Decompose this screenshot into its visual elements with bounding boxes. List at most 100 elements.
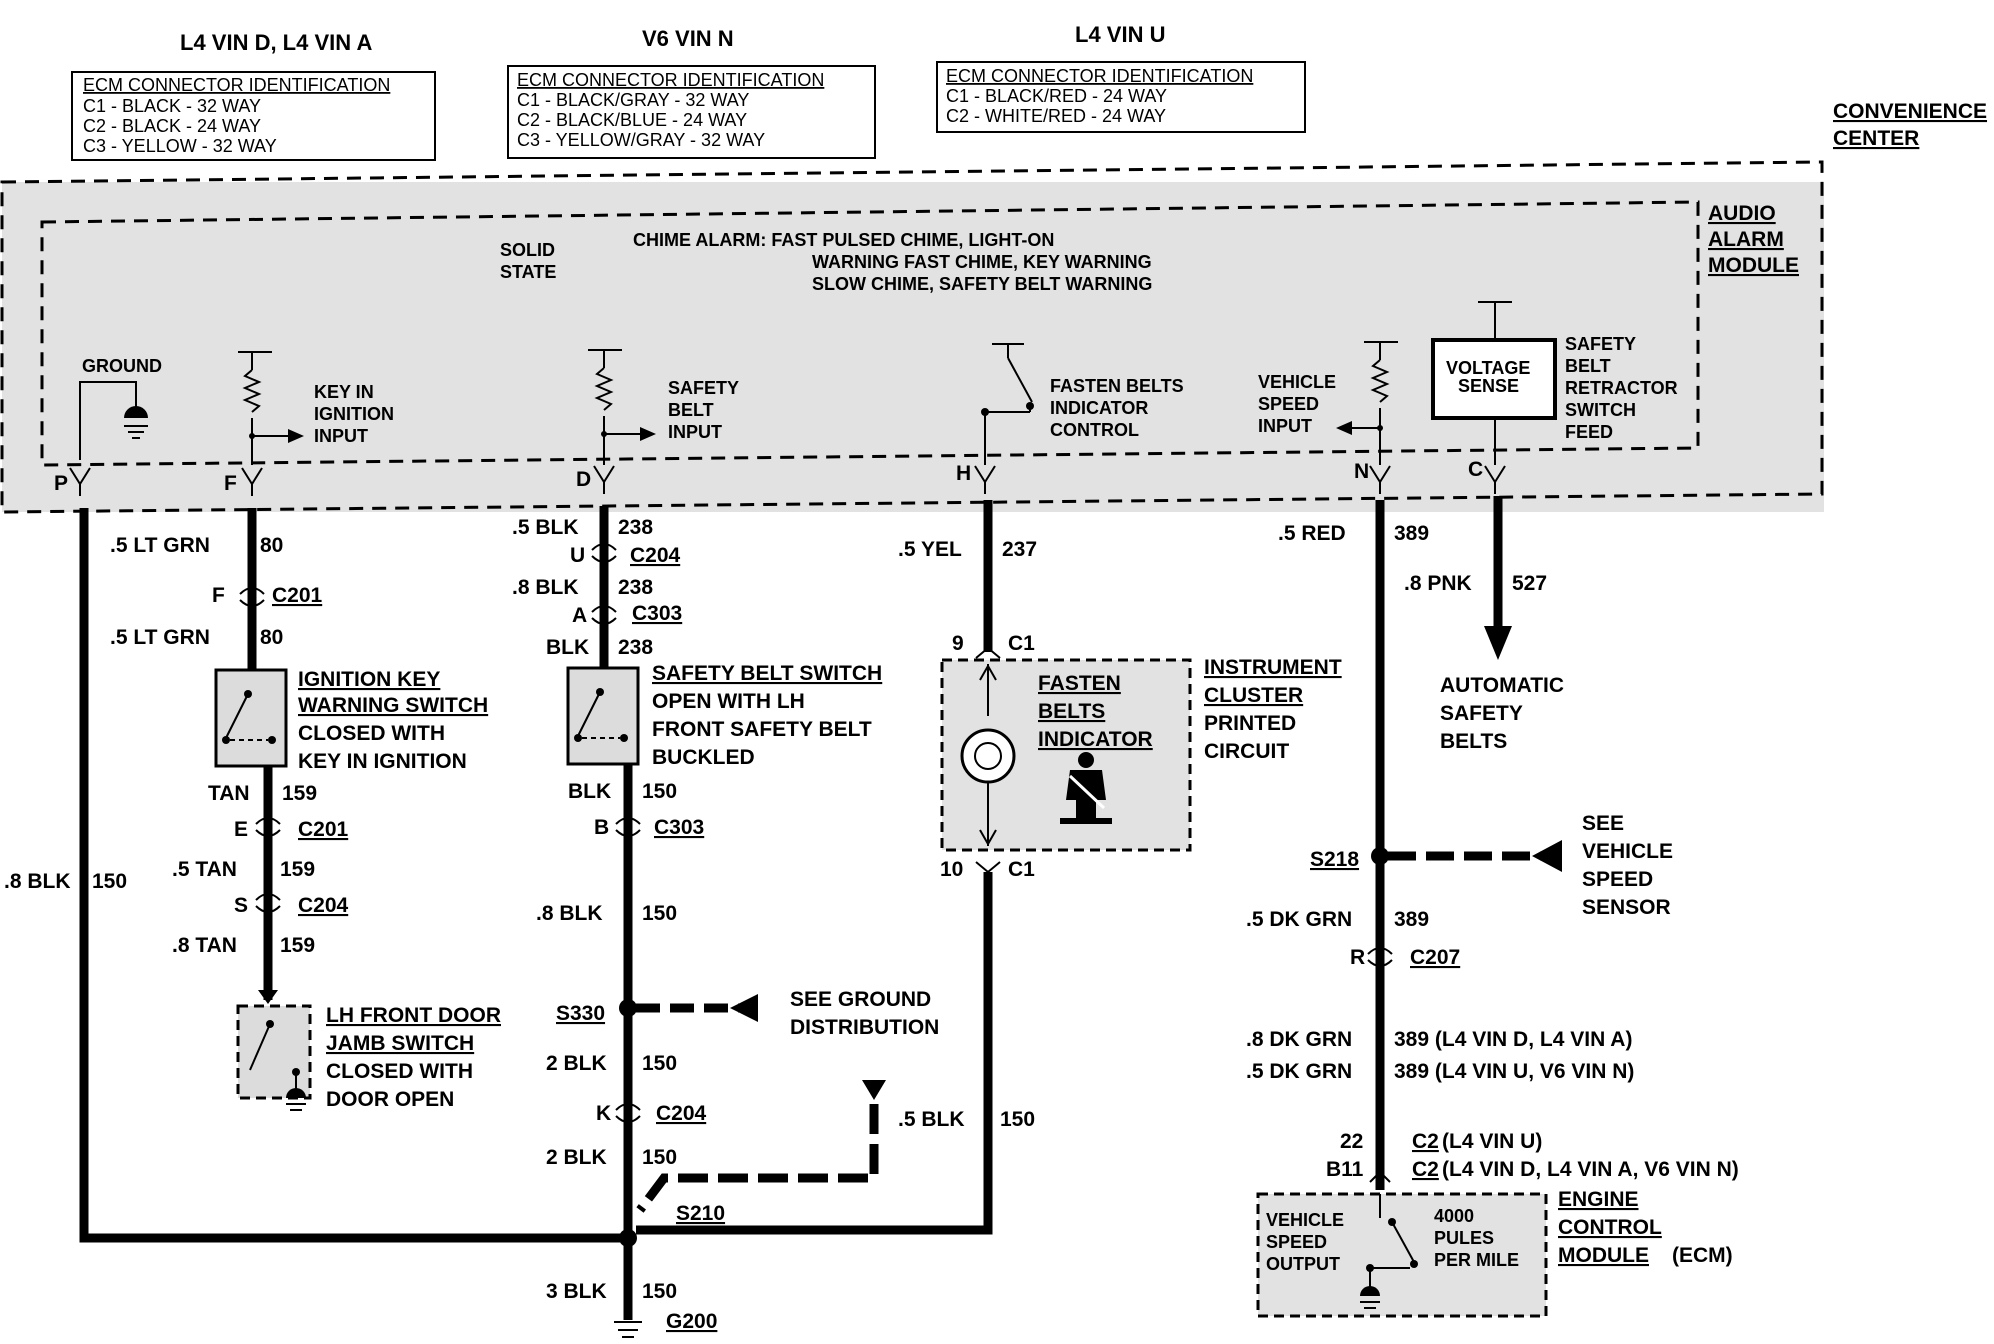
ecm-label: CONTROL [1558, 1216, 1662, 1239]
header-l4-vin-d-a: L4 VIN D, L4 VIN A [180, 30, 372, 55]
see-ground-label: SEE GROUND [790, 988, 931, 1011]
inline-connectors [239, 543, 1393, 1123]
c1-bottom-name: C1 [1008, 858, 1035, 881]
wire-circuit-label: 527 [1512, 572, 1547, 595]
connector-name: C204 [656, 1102, 707, 1125]
resistor-icon [242, 369, 262, 413]
safety-belt-input-label: BELT [668, 400, 714, 420]
fasten-belts-indicator-label: BELTS [1038, 700, 1105, 723]
wire-color-label: 3 BLK [546, 1280, 607, 1303]
ecm-block [1256, 1192, 1548, 1318]
voltage-sense-block [1431, 301, 1557, 465]
connector-name: C207 [1410, 946, 1460, 969]
arrow-right-icon [288, 429, 304, 443]
wire-color-label: .5 YEL [898, 538, 962, 561]
vehicle-speed-input-label: VEHICLE [1258, 372, 1336, 392]
connector-pin: A [572, 604, 587, 627]
wire-circuit-label: 238 [618, 636, 653, 659]
key-in-ignition-label: KEY IN [314, 382, 374, 402]
arrow-down-icon [979, 829, 997, 847]
wire-color-label: .8 BLK [536, 902, 603, 925]
audio-alarm-module-label: ALARM [1708, 228, 1784, 251]
chime-alarm-text: CHIME ALARM: FAST PULSED CHIME, LIGHT-ON [633, 230, 1054, 250]
chime-alarm-text: SLOW CHIME, SAFETY BELT WARNING [812, 274, 1152, 294]
ignition-key-switch-label: KEY IN IGNITION [298, 750, 467, 773]
lh-door-jamb-label: JAMB SWITCH [326, 1032, 474, 1055]
wire-150-dashed-branch [636, 1104, 879, 1213]
wire-color-label: .5 LT GRN [110, 534, 210, 557]
ground-icon [286, 1088, 306, 1098]
safety-belt-switch-label: OPEN WITH LH [652, 690, 805, 713]
c2-d-name: C2 [1412, 1158, 1439, 1181]
wire-color-label: TAN [208, 782, 250, 805]
vehicle-speed-input-label: INPUT [1258, 416, 1312, 436]
automatic-safety-belts-label: AUTOMATIC [1440, 674, 1564, 697]
convenience-center-label: CENTER [1833, 127, 1919, 150]
lh-door-jamb-label: DOOR OPEN [326, 1088, 454, 1111]
wire-circuit-label: 150 [642, 1280, 677, 1303]
arrow-down-icon [258, 990, 278, 1004]
connector-c1-bottom [975, 861, 1001, 874]
seatbelt-person-icon [1060, 752, 1112, 824]
solid-state-label: STATE [500, 262, 556, 282]
connector-pin: S [234, 894, 248, 917]
key-in-ignition-label: INPUT [314, 426, 368, 446]
vss-output-label: SPEED [1266, 1232, 1327, 1252]
ground-g200 [614, 1321, 642, 1338]
arrow-down-icon [1484, 626, 1512, 660]
ecm-connector-box-1: ECM CONNECTOR IDENTIFICATION C1 - BLACK … [71, 71, 436, 161]
wire-circuit-label: 80 [260, 534, 283, 557]
wire-color-label: BLK [568, 780, 611, 803]
pin-n: N [1354, 460, 1369, 483]
retractor-feed-label: FEED [1565, 422, 1613, 442]
wire-circuit-label: 150 [642, 1052, 677, 1075]
solid-state-label: SOLID [500, 240, 555, 260]
ignition-key-switch [214, 668, 288, 768]
connector-pin: R [1350, 946, 1365, 969]
audio-alarm-module-label: AUDIO [1708, 202, 1776, 225]
voltage-sense-label: VOLTAGE [1446, 358, 1530, 378]
c2-d-pin: B11 [1326, 1158, 1364, 1181]
ecm-box-line: C1 - BLACK - 32 WAY [83, 96, 261, 116]
c1-top-pin: 9 [952, 632, 964, 655]
wire-circuit-label: 80 [260, 626, 283, 649]
wire-circuit-label: 159 [282, 782, 317, 805]
instrument-cluster-box [940, 658, 1192, 852]
ground-g200-label: G200 [666, 1310, 717, 1333]
ecm-box-line: C2 - BLACK - 24 WAY [83, 116, 261, 136]
connector-name: C303 [654, 816, 704, 839]
ecm-box-title: ECM CONNECTOR IDENTIFICATION [517, 70, 824, 90]
splice-s330-dot [619, 999, 637, 1017]
lh-door-jamb-label: CLOSED WITH [326, 1060, 473, 1083]
ignition-key-switch-label: CLOSED WITH [298, 722, 445, 745]
ignition-key-switch-label: WARNING SWITCH [298, 694, 488, 717]
c2-u-pin: 22 [1340, 1130, 1363, 1153]
wire-circuit-label: 150 [642, 780, 677, 803]
resistor-icon [1370, 359, 1390, 403]
wire-color-label: .5 DK GRN [1246, 908, 1352, 931]
connector-name: C303 [632, 602, 682, 625]
module-ground-circuit [79, 381, 148, 460]
ecm-connector-box-3: ECM CONNECTOR IDENTIFICATION C1 - BLACK/… [936, 61, 1306, 133]
wire-color-label: .5 LT GRN [110, 626, 210, 649]
wire-circuit-label: 389 (L4 VIN D, L4 VIN A) [1394, 1028, 1632, 1051]
wire-circuit-label: 237 [1002, 538, 1037, 561]
automatic-safety-belts-label: BELTS [1440, 730, 1507, 753]
instrument-cluster-label: PRINTED [1204, 712, 1296, 735]
wire-color-label: .5 BLK [898, 1108, 965, 1131]
see-vss-label: SENSOR [1582, 896, 1671, 919]
pin-h: H [956, 462, 971, 485]
ecm-box-line: C1 - BLACK/RED - 24 WAY [946, 86, 1167, 106]
safety-belt-switch-label: SAFETY BELT SWITCH [652, 662, 882, 685]
splice-s218-label: S218 [1310, 848, 1359, 871]
ecm-box-line: C2 - WHITE/RED - 24 WAY [946, 106, 1166, 126]
wire-circuit-label: 389 (L4 VIN U, V6 VIN N) [1394, 1060, 1634, 1083]
connector-name: C204 [298, 894, 349, 917]
wire-color-label: BLK [546, 636, 589, 659]
vss-output-label: VEHICLE [1266, 1210, 1344, 1230]
instrument-cluster-label: CIRCUIT [1204, 740, 1289, 763]
arrow-left-icon [730, 994, 758, 1022]
key-in-ignition-circuit [238, 351, 304, 465]
arrow-down-icon [862, 1080, 886, 1100]
ground-icon [1360, 1286, 1380, 1296]
